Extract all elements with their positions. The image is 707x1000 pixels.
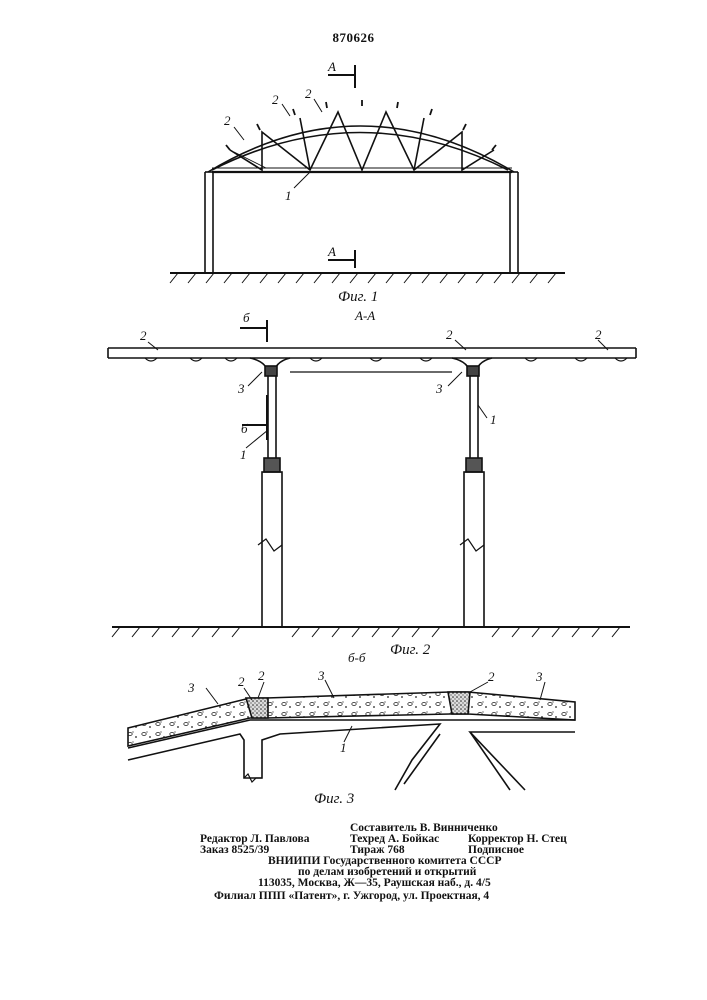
fig3-callout-fill-left: 3 [187, 680, 195, 695]
colophon-branch: Филиал ППП «Патент», г. Ужгород, ул. Про… [214, 890, 489, 902]
colophon: Составитель В. Винниченко Редактор Л. Па… [0, 822, 707, 902]
figure-3: б-б 3 2 2 3 2 3 1 Фиг. 3 [0, 0, 707, 810]
fig3-callout-truss: 1 [340, 740, 347, 755]
fig3-callout-fill-right: 3 [535, 669, 543, 684]
colophon-order: Заказ 8525/39 [200, 844, 269, 856]
colophon-address: 113035, Москва, Ж—35, Раушская наб., д. … [258, 877, 491, 889]
seal-right [448, 692, 470, 714]
fig3-callout-fill-mid: 3 [317, 668, 325, 683]
fig3-caption: Фиг. 3 [314, 791, 354, 807]
fig3-callout-seal-left-b: 2 [258, 668, 265, 683]
concrete-fill [128, 692, 575, 746]
fig3-section-title: б-б [348, 650, 366, 665]
fig3-callout-seal-right: 2 [488, 669, 495, 684]
fig3-callout-seal-left-a: 2 [238, 674, 245, 689]
